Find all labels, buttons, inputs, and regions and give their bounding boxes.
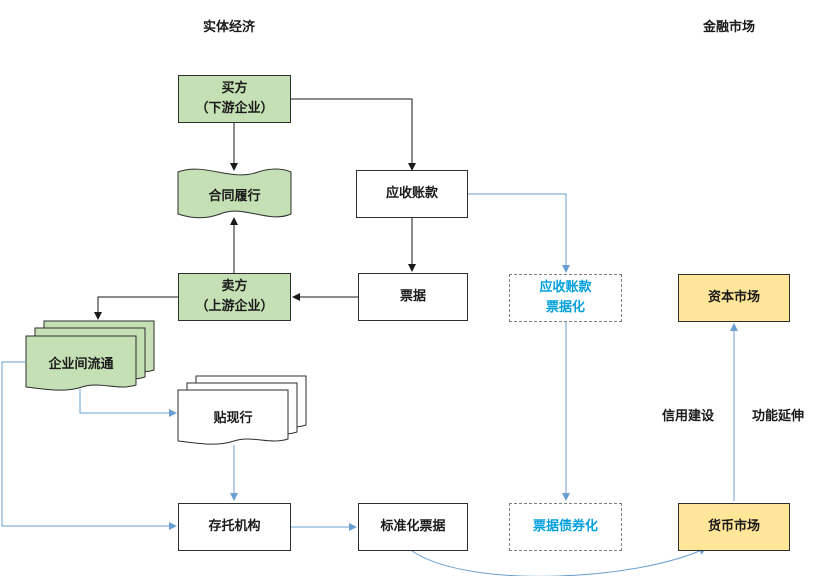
- custodian-box: 存托机构: [178, 503, 291, 551]
- credit-building-label: 信用建设: [662, 409, 715, 424]
- seller-box: 卖方 （上游企业）: [178, 273, 291, 321]
- standard-bill-box: 标准化票据: [358, 503, 468, 551]
- arrow-buyer-to-receivable: [291, 98, 416, 171]
- arrow-receivable-to-receivable-bill: [468, 193, 570, 273]
- money-market-box: 货币市场: [678, 503, 790, 551]
- arrow-inter-enterprise-to-custodian: [1, 361, 177, 530]
- header-financial-market: 金融市场: [703, 20, 756, 35]
- inter-enterprise-shape: [25, 320, 155, 391]
- inter-enterprise-label: 企业间流通: [48, 356, 114, 372]
- arrow-inter-enterprise-to-discount: [79, 389, 177, 417]
- capital-market-box: 资本市场: [678, 274, 790, 322]
- receivable-box: 应收账款: [356, 170, 468, 218]
- buyer-box: 买方 （下游企业）: [178, 75, 291, 123]
- bill-bond-box: 票据债券化: [509, 503, 622, 551]
- function-extension-label: 功能延伸: [752, 409, 805, 424]
- receivable-bill-box: 应收账款 票据化: [509, 274, 622, 322]
- header-real-economy: 实体经济: [203, 20, 256, 35]
- discount-bank-label: 贴现行: [213, 410, 253, 426]
- contract-shape: [177, 168, 292, 219]
- contract-label: 合同履行: [208, 188, 261, 204]
- discount-bank-shape: [177, 375, 307, 445]
- bill-box: 票据: [358, 273, 468, 321]
- arrow-seller-to-inter-enterprise: [94, 296, 178, 320]
- arrow-standard-to-money-market: [411, 547, 707, 576]
